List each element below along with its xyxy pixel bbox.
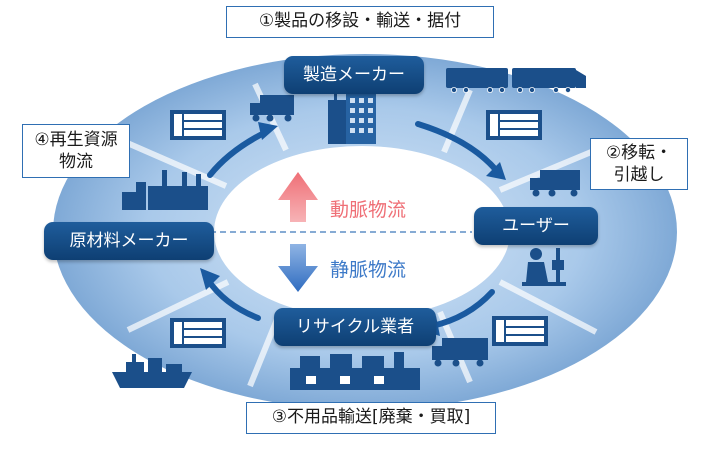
node-user: ユーザー — [474, 207, 598, 245]
callout-step2-line1: ②移転・ — [605, 143, 673, 163]
callout-step3: ③不用品輸送[廃棄・買取] — [246, 402, 496, 434]
server-icon — [170, 110, 226, 140]
server-icon — [486, 110, 542, 140]
venous-flow-label: 静脈物流 — [330, 259, 407, 281]
truck-icon — [530, 170, 580, 197]
server-icon — [170, 318, 226, 348]
factory-icon — [122, 170, 208, 210]
node-recycler: リサイクル業者 — [274, 308, 436, 346]
worker-icon — [522, 248, 566, 286]
building-icon — [328, 92, 376, 144]
callout-step4-line2: 物流 — [59, 152, 93, 172]
arrow-head-icon — [200, 268, 220, 290]
train-icon — [446, 68, 586, 93]
node-material-maker: 原材料メーカー — [44, 222, 214, 260]
server-icon — [492, 316, 548, 346]
arterial-arrow-icon — [278, 172, 318, 222]
ship-icon — [112, 354, 192, 388]
node-manufacturer: 製造メーカー — [284, 56, 424, 94]
arrow-head-icon — [486, 162, 506, 180]
callout-step2: ②移転・ 引越し — [590, 138, 688, 190]
callout-step1: ①製品の移設・輸送・据付 — [226, 6, 494, 38]
factory-icon — [290, 352, 420, 390]
callout-step4-line1: ④再生資源 — [34, 130, 118, 150]
arrow-head-icon — [258, 122, 278, 140]
callout-step4: ④再生資源 物流 — [22, 124, 130, 178]
truck-icon — [250, 95, 294, 122]
callout-step2-line2: 引越し — [613, 165, 665, 185]
truck-icon — [432, 338, 488, 367]
venous-arrow-icon — [278, 244, 318, 292]
arterial-flow-label: 動脈物流 — [330, 199, 407, 221]
